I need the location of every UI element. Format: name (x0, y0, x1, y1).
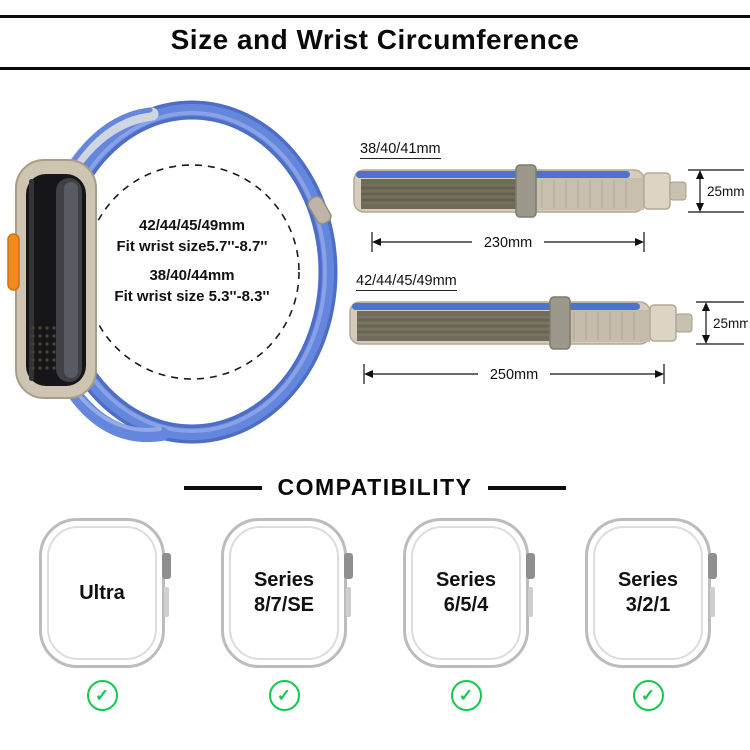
band-adapter (643, 172, 671, 210)
crown-icon (344, 553, 353, 579)
side-button-icon (346, 587, 351, 617)
compatibility-title: COMPATIBILITY (277, 474, 473, 500)
check-circle: ✓ (268, 680, 300, 711)
check-circle: ✓ (632, 680, 664, 711)
width-dimension (688, 169, 744, 213)
model-name: Series (617, 569, 679, 591)
check-circle: ✓ (86, 680, 118, 711)
heading-dash-left (183, 485, 262, 490)
watch-body (7, 159, 97, 399)
check-icon: ✓ (94, 686, 110, 705)
watch-model-card-ultra: Ultra ✓ (22, 518, 182, 711)
check-icon: ✓ (458, 686, 474, 705)
band-lug (675, 313, 693, 333)
band-width-label: 25mm (713, 316, 748, 331)
watch-outline: Series 3/2/1 (585, 518, 717, 668)
fit-small-label: Fit wrist size 5.3''-8.3'' (114, 288, 270, 306)
compatibility-heading: COMPATIBILITY (0, 474, 750, 501)
size-guide-text: 42/44/45/49mm Fit wrist size5.7''-8.7'' … (92, 216, 292, 308)
width-dimension (696, 301, 744, 345)
watch-ultra-illustration (7, 100, 338, 444)
crown-icon (162, 553, 171, 579)
watch-outline: Series 8/7/SE (221, 518, 353, 668)
watch-screen-outline: Series 3/2/1 (593, 526, 703, 660)
model-name-line2: 8/7/SE (253, 594, 315, 616)
check-icon: ✓ (640, 686, 656, 705)
check-circle: ✓ (450, 680, 482, 711)
watch-screen-outline: Ultra (47, 526, 157, 660)
watch-screen-outline: Series 6/5/4 (411, 526, 521, 660)
band-top-strap (65, 107, 159, 175)
band-width-label: 25mm (707, 184, 745, 199)
crown-icon (708, 553, 717, 579)
band-diagram-large: 250mm 25mm (349, 296, 748, 384)
band-keeper (549, 296, 571, 350)
heading-dash-right (488, 485, 567, 490)
watch-model-card-series-3-2-1: Series 3/2/1 ✓ (568, 518, 728, 711)
band-size-label-small: 38/40/41mm (360, 141, 441, 159)
band-keeper (515, 164, 537, 218)
watch-outline: Series 6/5/4 (403, 518, 535, 668)
model-name-line2: 6/5/4 (443, 594, 489, 616)
speaker-holes-icon (31, 326, 56, 370)
watch-outline: Ultra (39, 518, 171, 668)
fit-large-label: Fit wrist size5.7''-8.7'' (116, 237, 268, 255)
watch-screen-outline: Series 8/7/SE (229, 526, 339, 660)
band-adapter (649, 304, 677, 342)
compatibility-models: Ultra ✓ Series 8/7/SE ✓ (0, 518, 750, 711)
model-name: Series (435, 569, 497, 591)
crown-icon (526, 553, 535, 579)
model-name: Series (253, 569, 315, 591)
band-length-label: 230mm (484, 235, 532, 251)
band-size-label-large: 42/44/45/49mm (356, 273, 457, 291)
watch-model-card-series-8-7-se: Series 8/7/SE ✓ (204, 518, 364, 711)
header-rule-top (0, 15, 750, 18)
band-blue-stripe (352, 303, 640, 310)
side-button-icon (164, 587, 169, 617)
band-lug (669, 181, 687, 201)
action-button-icon (7, 233, 20, 291)
page-title: Size and Wrist Circumference (170, 24, 580, 55)
band-diagram-small: 230mm 25mm (353, 164, 745, 252)
band-hook-icon (307, 195, 332, 225)
check-icon: ✓ (276, 686, 292, 705)
model-name: Ultra (79, 581, 125, 604)
band-bottom-strap (65, 383, 169, 442)
watch-model-card-series-6-5-4: Series 6/5/4 ✓ (386, 518, 546, 711)
band-blue-stripe (356, 171, 630, 178)
size-info-circle (84, 164, 300, 380)
band-length-label: 250mm (490, 367, 538, 383)
side-button-icon (528, 587, 533, 617)
model-name-line2: 3/2/1 (625, 594, 671, 616)
size-large-label: 42/44/45/49mm (139, 217, 245, 234)
size-small-label: 38/40/44mm (149, 267, 235, 285)
header-rule-bottom (0, 67, 750, 70)
side-button-icon (710, 587, 715, 617)
